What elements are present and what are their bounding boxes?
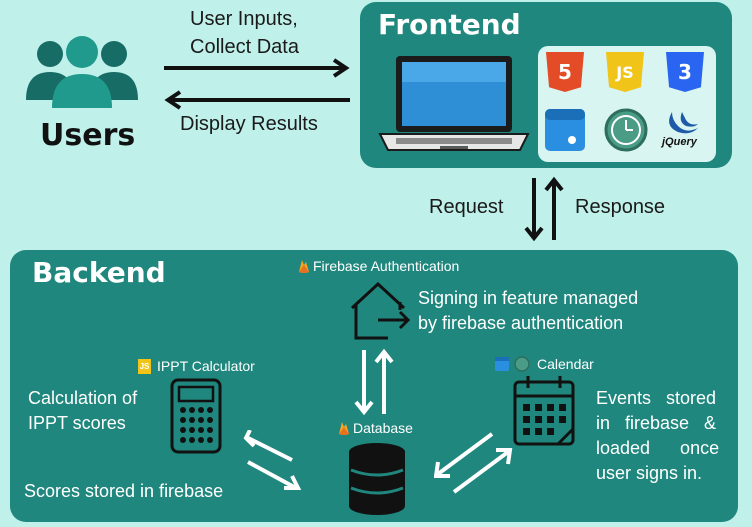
users-label: Users <box>40 118 136 153</box>
response-text: Response <box>575 196 666 218</box>
backend-panel: Backend Firebase Authentication Signing … <box>10 250 738 522</box>
arrow-to-users <box>162 90 354 110</box>
css3-icon: 3 <box>666 52 704 92</box>
display-results-text: Display Results <box>180 113 318 135</box>
calendar-desc-4: user signs in. <box>596 463 703 483</box>
calendar-desc-1: Events stored <box>596 388 717 408</box>
database-label: Database <box>353 420 413 436</box>
clock-small-icon <box>514 356 530 372</box>
calculator-icon <box>170 378 222 454</box>
calendar-icon <box>512 374 578 448</box>
ippt-desc-1: Calculation of <box>28 388 138 408</box>
calendar-desc-3: loaded once <box>596 438 720 458</box>
backend-title: Backend <box>32 256 166 289</box>
calendar-label: Calendar <box>537 356 594 372</box>
firebase-flame-db-icon <box>338 420 350 436</box>
request-text: Request <box>429 196 504 218</box>
ippt-calculator-label: IPPT Calculator <box>157 358 255 374</box>
ippt-desc-2: IPPT scores <box>28 413 126 433</box>
javascript-icon: JS <box>606 52 644 92</box>
browser-window-icon <box>544 108 586 152</box>
calendar-desc-2: in firebase & <box>596 413 717 433</box>
request-response-arrows <box>520 174 568 244</box>
jquery-icon: jQuery <box>662 108 712 154</box>
calc-db-arrows <box>242 430 306 494</box>
clock-icon <box>604 108 648 152</box>
users-icon <box>22 30 142 110</box>
laptop-icon <box>374 54 534 158</box>
tech-stack-box: 5 JS 3 jQuery <box>538 46 716 162</box>
firebase-auth-label: Firebase Authentication <box>313 258 460 274</box>
auth-db-arrows <box>350 346 400 418</box>
firebase-auth-desc-1: Signing in feature managed <box>418 288 639 308</box>
collect-data-text: Collect Data <box>190 36 299 58</box>
db-calendar-arrows <box>434 430 514 496</box>
frontend-title: Frontend <box>378 8 521 41</box>
user-inputs-text: User Inputs, <box>190 8 298 30</box>
frontend-panel: Frontend 5 JS 3 jQuery <box>360 2 732 168</box>
browser-small-icon <box>494 356 510 372</box>
sign-in-icon <box>348 280 414 342</box>
html5-icon: 5 <box>546 52 584 92</box>
js-small-icon: JS <box>138 359 151 374</box>
scores-stored-text: Scores stored in firebase <box>24 481 224 501</box>
arrow-to-frontend <box>162 58 354 78</box>
firebase-flame-icon <box>298 258 310 274</box>
jquery-label: jQuery <box>662 136 697 148</box>
database-icon <box>346 440 408 516</box>
firebase-auth-desc-2: by firebase authentication <box>418 313 624 333</box>
